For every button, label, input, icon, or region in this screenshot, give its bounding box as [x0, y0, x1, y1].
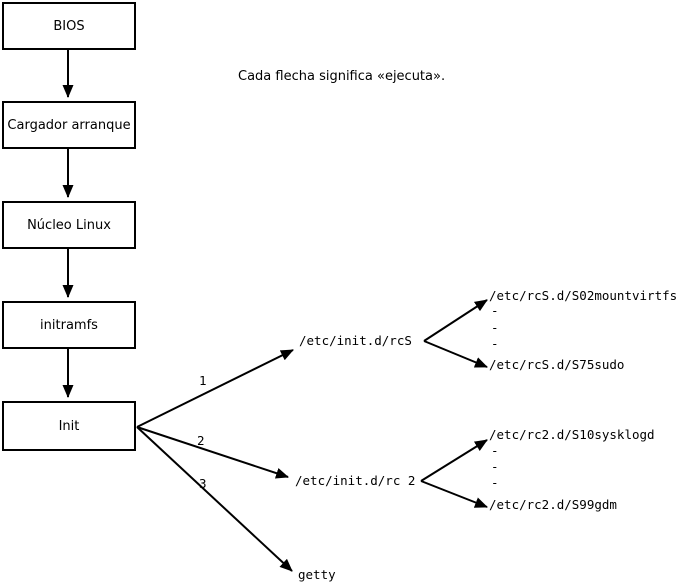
rc2-ellipsis-dash: -	[491, 459, 499, 474]
arrow-order-label-1: 1	[199, 373, 207, 388]
node-rc2-script-first: /etc/rc2.d/S10sysklogd	[489, 427, 655, 442]
node-bios-label: BIOS	[53, 18, 85, 34]
legend-note: Cada flecha significa «ejecuta».	[238, 69, 446, 84]
arrow-rcs-to-s75sudo	[423, 340, 488, 368]
node-initramfs: initramfs	[2, 301, 136, 349]
node-rcs-script-first: /etc/rcS.d/S02mountvirtfs	[489, 288, 678, 303]
rcs-ellipsis-dash: -	[491, 303, 499, 318]
node-init: Init	[2, 401, 136, 451]
arrow-init-to-rcs	[136, 349, 294, 428]
node-bootloader: Cargador arranque	[2, 101, 136, 149]
arrow-init-to-rc2	[136, 426, 289, 479]
arrow-rc2-to-s10sysklogd	[420, 439, 488, 482]
node-etc-init-d-rcs: /etc/init.d/rcS	[299, 333, 412, 348]
rc2-ellipsis-dash: -	[491, 475, 499, 490]
rcs-ellipsis-dash: -	[491, 336, 499, 351]
arrow-order-label-3: 3	[199, 476, 207, 491]
node-bootloader-label: Cargador arranque	[7, 117, 131, 133]
node-rc2-script-last: /etc/rc2.d/S99gdm	[489, 497, 617, 512]
node-rcs-script-last: /etc/rcS.d/S75sudo	[489, 357, 625, 372]
node-kernel-label: Núcleo Linux	[27, 217, 111, 233]
arrow-rc2-to-s99gdm	[420, 480, 488, 508]
node-init-label: Init	[58, 418, 80, 434]
arrow-rcs-to-s02mountvirtfs	[423, 299, 488, 342]
arrow-order-label-2: 2	[197, 433, 205, 448]
node-getty: getty	[298, 567, 336, 582]
node-initramfs-label: initramfs	[40, 317, 98, 333]
rc2-ellipsis-dash: -	[491, 443, 499, 458]
node-kernel: Núcleo Linux	[2, 201, 136, 249]
node-bios: BIOS	[2, 2, 136, 50]
node-etc-init-d-rc2: /etc/init.d/rc 2	[295, 473, 416, 488]
rcs-ellipsis-dash: -	[491, 320, 499, 335]
arrow-init-to-getty	[136, 426, 293, 572]
